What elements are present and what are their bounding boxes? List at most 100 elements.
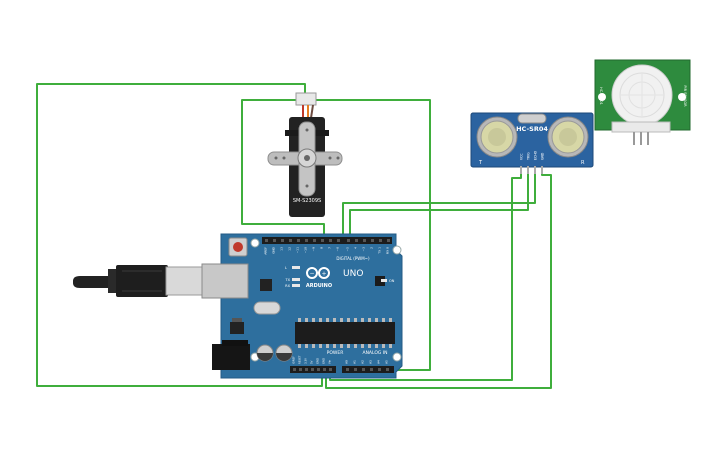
power-pin[interactable] [305, 368, 308, 371]
servo-motor[interactable]: SM-S2309S [267, 92, 343, 217]
pir-sensor[interactable]: HC-SR501 PIR SENSOR [594, 59, 691, 145]
digital-pin[interactable] [329, 239, 332, 242]
wire-trig[interactable] [349, 168, 529, 240]
arduino-brand: ARDUINO [306, 283, 332, 289]
chip-leg [382, 318, 385, 322]
servo-connector [295, 92, 317, 106]
analog-pin[interactable] [386, 368, 389, 371]
digital-pin[interactable] [337, 239, 340, 242]
chip-leg [340, 344, 343, 348]
digital-pin[interactable] [347, 239, 350, 242]
digital-pin[interactable] [379, 239, 382, 242]
chip-leg [368, 318, 371, 322]
digital-pin-label: ~9 [312, 247, 316, 252]
chip-leg [312, 344, 315, 348]
chip-leg [319, 318, 322, 322]
digital-pin[interactable] [355, 239, 358, 242]
power-jack [212, 344, 250, 370]
digital-pin-label: ~10 [304, 247, 308, 253]
power-pin[interactable] [329, 368, 332, 371]
digital-pin-label: ~11 [296, 247, 300, 253]
chip-leg [333, 344, 336, 348]
digital-header [262, 237, 392, 244]
power-pin-label: Vin [328, 360, 332, 364]
power-pin-label: GND [322, 358, 326, 364]
chip-leg [333, 318, 336, 322]
power-pin-label: RESET [298, 355, 302, 364]
analog-pin[interactable] [362, 368, 365, 371]
chip-leg [326, 318, 329, 322]
usb-cable-icon [73, 265, 207, 297]
analog-pin[interactable] [378, 368, 381, 371]
digital-pin[interactable] [387, 239, 390, 242]
digital-pin-label: ~6 [336, 247, 340, 252]
chip-leg [375, 344, 378, 348]
power-label: POWER [327, 350, 344, 356]
analog-pin[interactable] [346, 368, 349, 371]
power-pin[interactable] [293, 368, 296, 371]
crystal-oscillator [253, 301, 281, 315]
analog-pin[interactable] [354, 368, 357, 371]
digital-pin-label: AREF [264, 247, 268, 255]
wire-servo-signal[interactable] [36, 83, 323, 387]
digital-pin[interactable] [305, 239, 308, 242]
chip-leg [298, 318, 301, 322]
chip-leg [312, 318, 315, 322]
digital-pin[interactable] [265, 239, 268, 242]
power-pin-label: GND [316, 358, 320, 364]
chip-leg [361, 318, 364, 322]
chip-leg [305, 318, 308, 322]
power-pin[interactable] [317, 368, 320, 371]
power-pin[interactable] [323, 368, 326, 371]
chip-leg [340, 318, 343, 322]
digital-pin-label: 12 [288, 247, 292, 251]
transmitter-transducer [476, 116, 518, 158]
svg-text:−: − [309, 270, 314, 277]
digital-pin[interactable] [281, 239, 284, 242]
digital-pin[interactable] [371, 239, 374, 242]
digital-pin-label: 4 [354, 247, 358, 249]
digital-pin[interactable] [297, 239, 300, 242]
chip-leg [375, 318, 378, 322]
digital-pin[interactable] [363, 239, 366, 242]
digital-pin[interactable] [313, 239, 316, 242]
crystal-oscillator [517, 113, 547, 124]
arduino-model: UNO [343, 269, 363, 279]
led-rx-label: RX [285, 284, 290, 288]
svg-text:+: + [321, 271, 326, 278]
digital-pin[interactable] [273, 239, 276, 242]
infinity-logo-icon: − + [306, 267, 330, 279]
power-pin-label: 5V [310, 360, 314, 364]
digital-pin-label: 13 [280, 247, 284, 251]
led-tx-label: TX [284, 278, 290, 282]
chip-leg [319, 344, 322, 348]
analog-pin-label: A5 [385, 360, 389, 364]
power-pin[interactable] [311, 368, 314, 371]
digital-pin-label: TX 1 [378, 247, 382, 255]
servo-label: SM-S2309S [293, 198, 321, 204]
atmega-chip [295, 322, 395, 344]
digital-pin[interactable] [321, 239, 324, 242]
power-pin[interactable] [299, 368, 302, 371]
pir-right-label: PIR SENSOR [683, 85, 687, 107]
ultrasonic-pin-label: GND [541, 152, 545, 160]
analog-header [342, 366, 394, 373]
analog-pin-label: A0 [345, 360, 349, 364]
ultrasonic-pin-label: TRIG [527, 152, 531, 161]
ultrasonic-pin-label: ECHO [534, 150, 538, 160]
chip-leg [305, 344, 308, 348]
chip-leg [347, 344, 350, 348]
wire-echo[interactable] [342, 168, 536, 240]
reset-button-icon[interactable] [228, 237, 248, 257]
digital-pin-label: 8 [320, 247, 324, 249]
ultrasonic-label: HC-SR04 [516, 125, 548, 133]
chip-leg [298, 344, 301, 348]
chip-leg [361, 344, 364, 348]
receiver-transducer [547, 116, 589, 158]
chip-leg [389, 318, 392, 322]
analog-pin[interactable] [370, 368, 373, 371]
digital-pin[interactable] [289, 239, 292, 242]
